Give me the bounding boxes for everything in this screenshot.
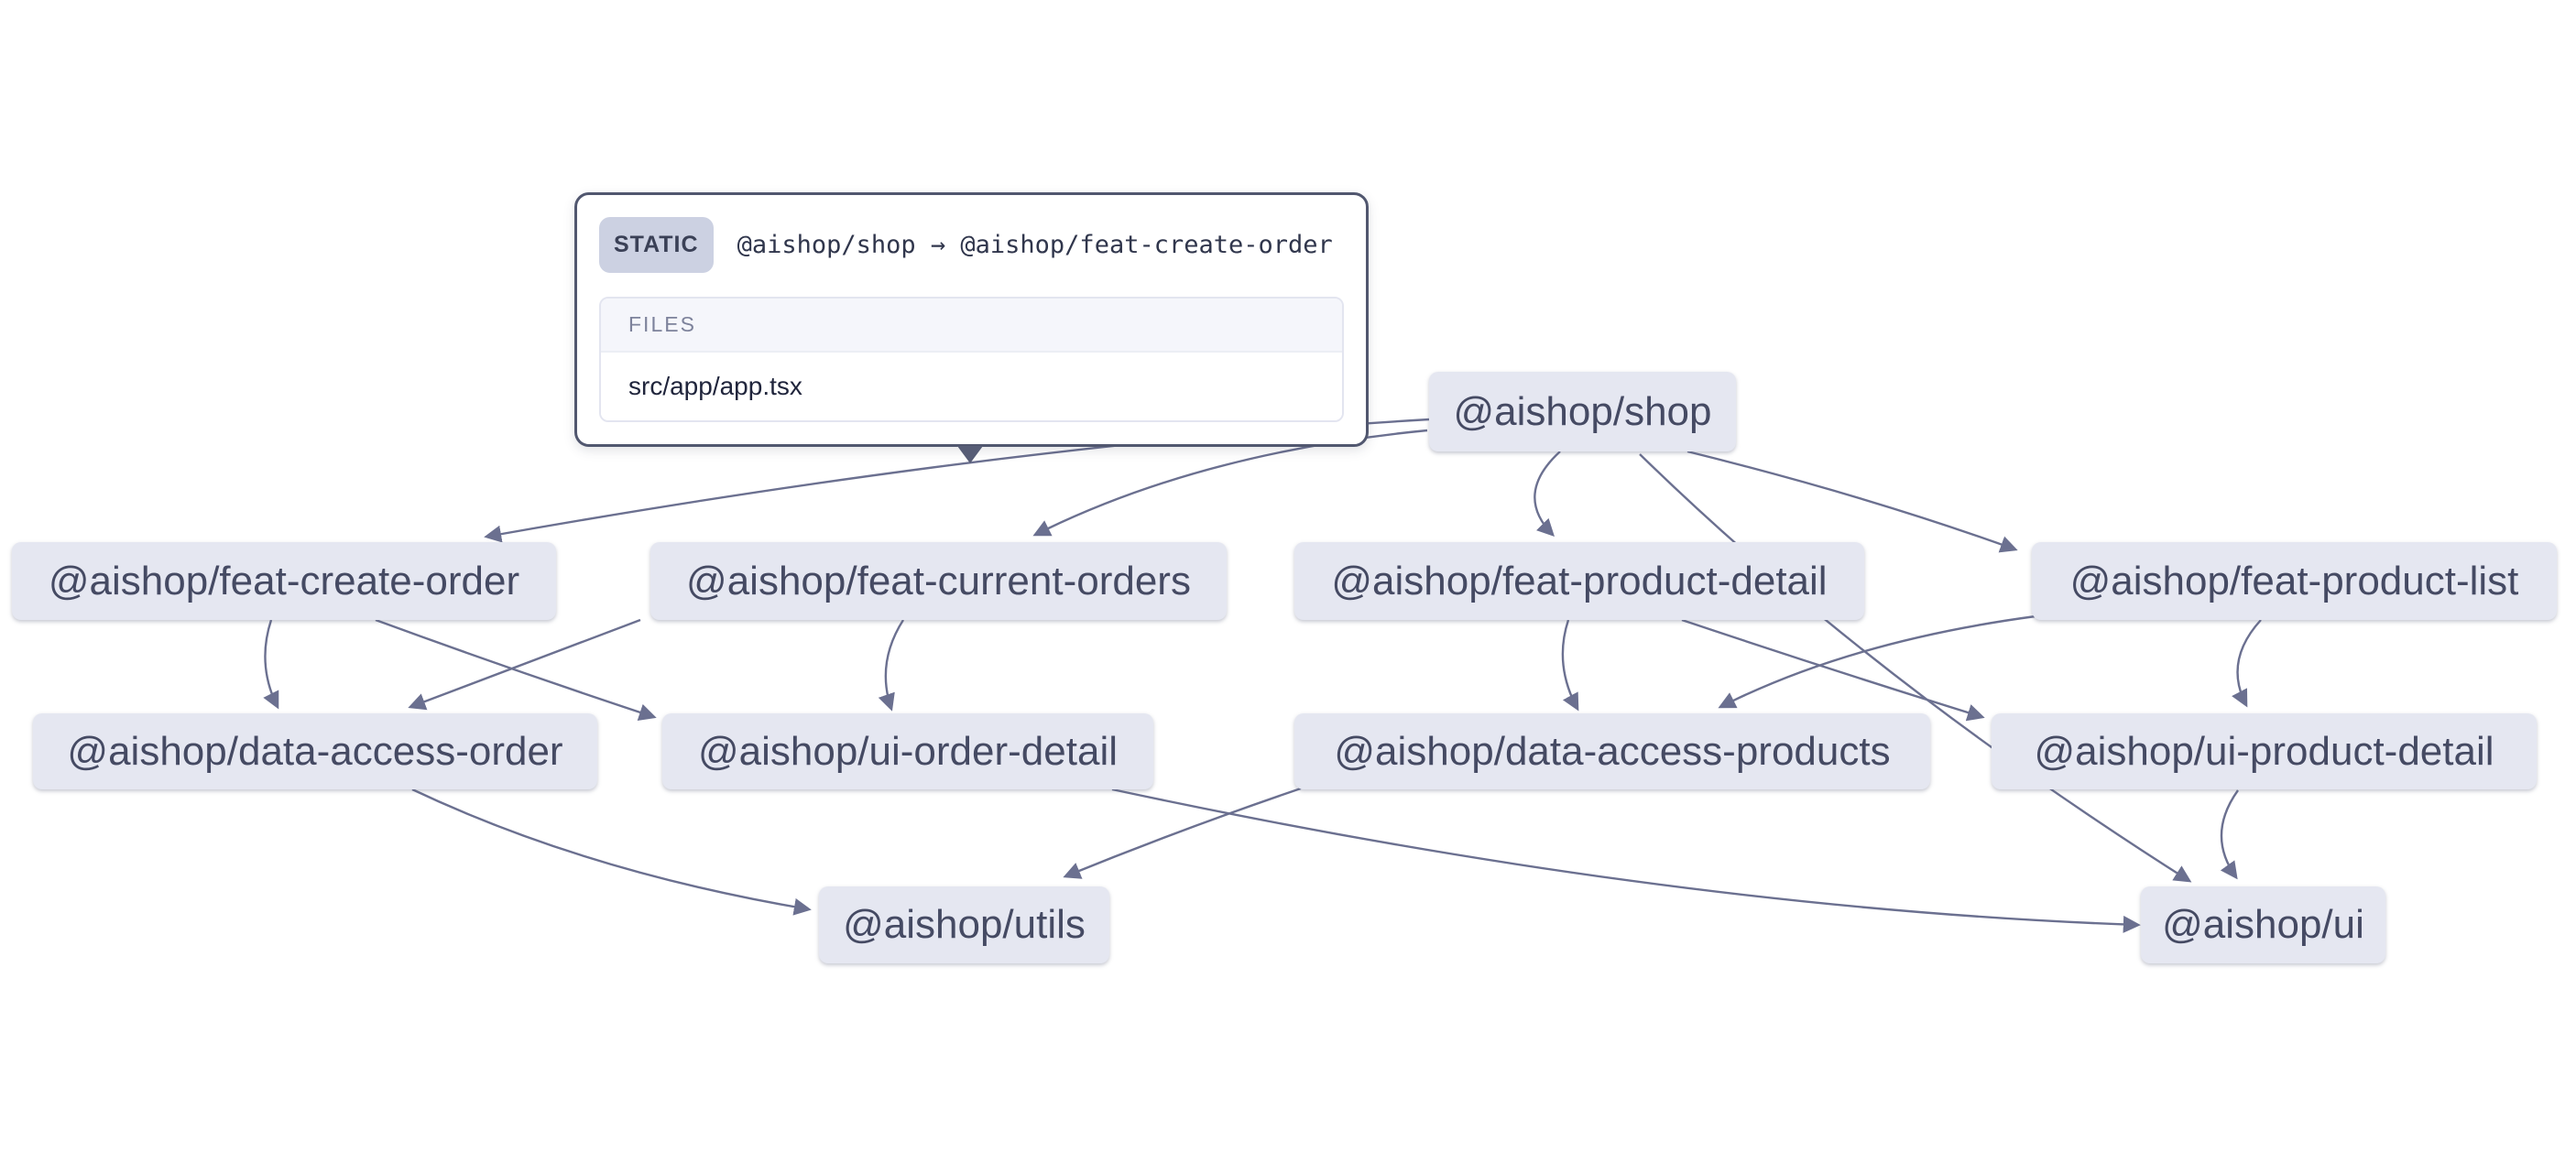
- graph-edge-data-access-order--utils[interactable]: [411, 788, 812, 916]
- graph-node-ui-order-detail[interactable]: @aishop/ui-order-detail: [662, 713, 1153, 789]
- graph-edge-feat-current-orders--ui-order-detail[interactable]: [878, 619, 905, 712]
- graph-node-ui[interactable]: @aishop/ui: [2141, 886, 2385, 963]
- graph-node-feat-create-order[interactable]: @aishop/feat-create-order: [12, 542, 556, 620]
- graph-edge-feat-create-order--data-access-order[interactable]: [263, 619, 279, 710]
- graph-edge-shop--ui[interactable]: [1639, 453, 2192, 883]
- graph-edge-shop--feat-product-detail[interactable]: [1534, 451, 1561, 538]
- graph-node-feat-product-list[interactable]: @aishop/feat-product-list: [2032, 542, 2557, 620]
- file-path: src/app/app.tsx: [601, 353, 1342, 420]
- edge-tooltip: STATIC @aishop/shop → @aishop/feat-creat…: [574, 192, 1369, 447]
- graph-edge-feat-create-order--ui-order-detail[interactable]: [375, 618, 657, 721]
- edge-tooltip-header: STATIC @aishop/shop → @aishop/feat-creat…: [577, 195, 1366, 273]
- graph-edge-ui-product-detail--ui[interactable]: [2220, 789, 2239, 880]
- graph-edge-feat-product-list--data-access-products[interactable]: [1718, 614, 2036, 709]
- tooltip-caret: [957, 446, 983, 463]
- graph-node-utils[interactable]: @aishop/utils: [819, 886, 1109, 963]
- graph-edge-ui-order-detail--ui[interactable]: [1111, 788, 2141, 933]
- graph-edge-feat-product-detail--ui-product-detail[interactable]: [1681, 618, 1985, 722]
- graph-node-data-access-products[interactable]: @aishop/data-access-products: [1294, 713, 1930, 789]
- files-list: src/app/app.tsx: [601, 353, 1342, 420]
- graph-node-data-access-order[interactable]: @aishop/data-access-order: [33, 713, 597, 789]
- graph-edge-data-access-products--utils[interactable]: [1063, 787, 1302, 879]
- files-header: FILES: [601, 299, 1342, 353]
- edge-type-badge: STATIC: [599, 217, 714, 273]
- graph-edge-feat-product-detail--data-access-products[interactable]: [1561, 619, 1579, 712]
- graph-node-feat-product-detail[interactable]: @aishop/feat-product-detail: [1294, 542, 1864, 620]
- graph-edge-feat-current-orders--data-access-order[interactable]: [408, 618, 641, 711]
- graph-node-feat-current-orders[interactable]: @aishop/feat-current-orders: [650, 542, 1227, 620]
- graph-edge-shop--feat-product-list[interactable]: [1686, 450, 2018, 553]
- graph-node-ui-product-detail[interactable]: @aishop/ui-product-detail: [1992, 713, 2537, 789]
- graph-node-shop[interactable]: @aishop/shop: [1429, 372, 1736, 451]
- files-panel: FILES src/app/app.tsx: [599, 297, 1344, 422]
- graph-edge-feat-product-list--ui-product-detail[interactable]: [2232, 619, 2262, 708]
- edge-title: @aishop/shop → @aishop/feat-create-order: [737, 231, 1333, 259]
